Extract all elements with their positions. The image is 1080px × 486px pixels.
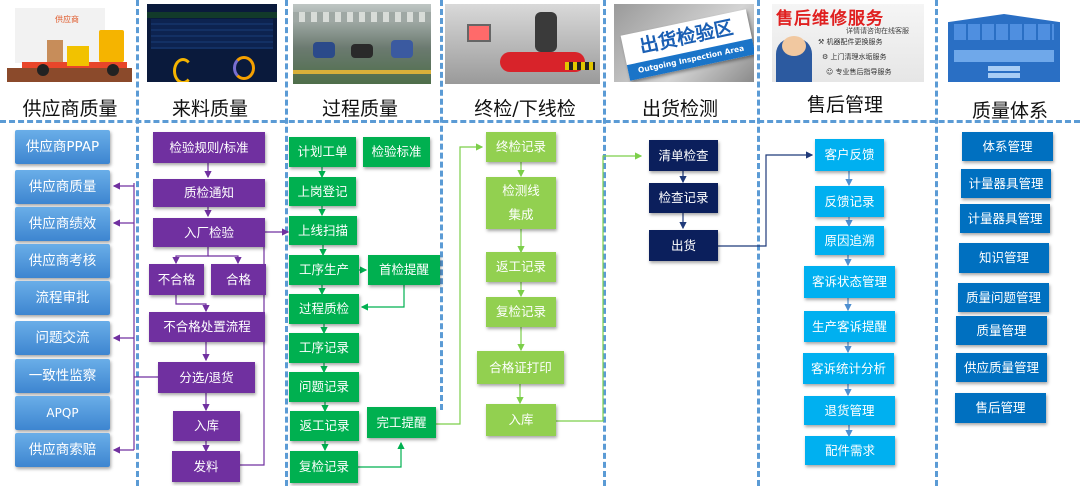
process-op-record[interactable]: 工序记录 [289, 333, 359, 363]
aftersales-return-mgmt[interactable]: 退货管理 [804, 396, 895, 425]
aftersales-feedback-record[interactable]: 反馈记录 [815, 186, 884, 217]
process-recheck-record[interactable]: 复检记录 [290, 451, 358, 483]
process-first-check[interactable]: 首检提醒 [368, 255, 440, 285]
qs-gauge-mgmt-1[interactable]: 计量器具管理 [961, 169, 1051, 198]
incoming-sort-return[interactable]: 分选/退货 [158, 362, 255, 393]
process-standard[interactable]: 检验标准 [363, 137, 430, 167]
incoming-fail-flow[interactable]: 不合格处置流程 [149, 312, 265, 342]
supplier-item-assessment[interactable]: 供应商考核 [15, 244, 110, 278]
qs-system-mgmt[interactable]: 体系管理 [962, 132, 1053, 161]
arrow [172, 247, 209, 265]
column-title-final: 终检/下线检 [474, 98, 576, 120]
incoming-warehouse[interactable]: 入库 [173, 411, 240, 441]
column-divider [757, 0, 760, 486]
aftersales-root-cause[interactable]: 原因追溯 [815, 226, 884, 255]
process-rework-record[interactable]: 返工记录 [290, 411, 359, 441]
header-divider [0, 120, 1080, 123]
incoming-fail[interactable]: 不合格 [149, 264, 204, 295]
incoming-rules[interactable]: 检验规则/标准 [153, 132, 265, 163]
qs-gauge-mgmt-2[interactable]: 计量器具管理 [960, 204, 1050, 233]
banner-title: 售后维修服务 [776, 9, 884, 29]
process-login[interactable]: 上岗登记 [289, 177, 356, 206]
qs-quality-mgmt[interactable]: 质量管理 [956, 316, 1047, 345]
process-scan[interactable]: 上线扫描 [289, 216, 357, 245]
column-title-quality-system: 质量体系 [971, 100, 1048, 122]
incoming-issue-material[interactable]: 发料 [172, 451, 240, 482]
qs-supply-quality-mgmt[interactable]: 供应质量管理 [956, 353, 1047, 382]
process-plan[interactable]: 计划工单 [289, 137, 356, 167]
supplier-item-conformity[interactable]: 一致性监察 [15, 359, 110, 393]
column-divider [285, 0, 288, 486]
process-issue-record[interactable]: 问题记录 [289, 372, 359, 402]
column-title-process: 过程质量 [321, 98, 398, 120]
arrow [718, 151, 814, 247]
arrow [208, 255, 242, 265]
final-store[interactable]: 入库 [486, 404, 556, 436]
qs-quality-issue-mgmt[interactable]: 质量问题管理 [958, 283, 1049, 312]
column-title-aftersales: 售后管理 [806, 94, 883, 116]
qs-aftersales-mgmt[interactable]: 售后管理 [955, 393, 1046, 423]
aftersales-complaint-status[interactable]: 客诉状态管理 [804, 266, 895, 298]
incoming-inspect[interactable]: 入厂检验 [153, 218, 265, 247]
outgoing-inspection-sign-image: 出货检验区 Outgoing Inspection Area [614, 4, 754, 82]
gear-icon: ⚙ [822, 53, 829, 61]
final-recheck[interactable]: 复检记录 [486, 297, 556, 327]
banner-subtitle: 详情请咨询在线客服 [846, 27, 909, 35]
final-cert-print[interactable]: 合格证打印 [477, 351, 564, 384]
column-title-outgoing: 出货检测 [641, 98, 718, 120]
arrow [175, 295, 210, 313]
supplier-item-performance[interactable]: 供应商绩效 [15, 207, 110, 241]
supplier-truck-forklift-image: 供应商 [7, 4, 132, 82]
column-divider [935, 0, 938, 486]
incoming-pass[interactable]: 合格 [211, 264, 266, 295]
column-title-incoming: 来料质量 [171, 98, 248, 120]
assembly-line-image [293, 4, 431, 84]
process-qc[interactable]: 过程质检 [289, 294, 359, 324]
final-record[interactable]: 终检记录 [486, 132, 556, 162]
connector [240, 233, 265, 466]
supplier-item-claim[interactable]: 供应商索赔 [15, 433, 110, 467]
supplier-item-apqp[interactable]: APQP [15, 396, 110, 430]
arrow [358, 441, 405, 468]
aftersales-feedback[interactable]: 客户反馈 [815, 139, 884, 171]
aftersales-complaint-stats[interactable]: 客诉统计分析 [803, 353, 894, 384]
supplier-item-issue-exchange[interactable]: 问题交流 [15, 321, 110, 355]
column-divider [603, 0, 606, 486]
qs-knowledge-mgmt[interactable]: 知识管理 [959, 243, 1049, 273]
column-divider [440, 0, 443, 410]
motorcycle-test-image [445, 4, 600, 84]
aftersales-service-banner-image: 售后维修服务 详情请咨询在线客服 ⚒ 机器配件更换服务 ⚙ 上门清理水垢服务 ☺… [772, 4, 924, 82]
process-produce[interactable]: 工序生产 [289, 255, 359, 285]
aftersales-parts-demand[interactable]: 配件需求 [805, 436, 895, 465]
supplier-item-quality[interactable]: 供应商质量 [15, 170, 110, 204]
final-rework[interactable]: 返工记录 [486, 252, 556, 282]
final-line-integration[interactable]: 检测线 集成 [486, 177, 556, 229]
quality-system-diagram-image [948, 8, 1060, 82]
arrow [436, 143, 484, 425]
column-divider [136, 0, 139, 486]
outgoing-ship[interactable]: 出货 [649, 230, 718, 261]
incoming-notice[interactable]: 质检通知 [153, 179, 265, 207]
supplier-item-approval[interactable]: 流程审批 [15, 281, 110, 315]
arrow [556, 152, 643, 422]
incoming-dashboard-image [147, 4, 277, 82]
outgoing-check-record[interactable]: 检查记录 [649, 183, 718, 213]
supplier-item-ppap[interactable]: 供应商PPAP [15, 130, 110, 164]
wrench-icon: ⚒ [818, 38, 825, 46]
process-done-remind[interactable]: 完工提醒 [367, 407, 436, 438]
aftersales-production-remind[interactable]: 生产客诉提醒 [804, 311, 895, 342]
arrow [360, 285, 405, 311]
outgoing-list-check[interactable]: 清单检查 [649, 140, 718, 171]
support-icon: ☺ [826, 68, 834, 76]
column-title-supplier: 供应商质量 [22, 98, 118, 120]
